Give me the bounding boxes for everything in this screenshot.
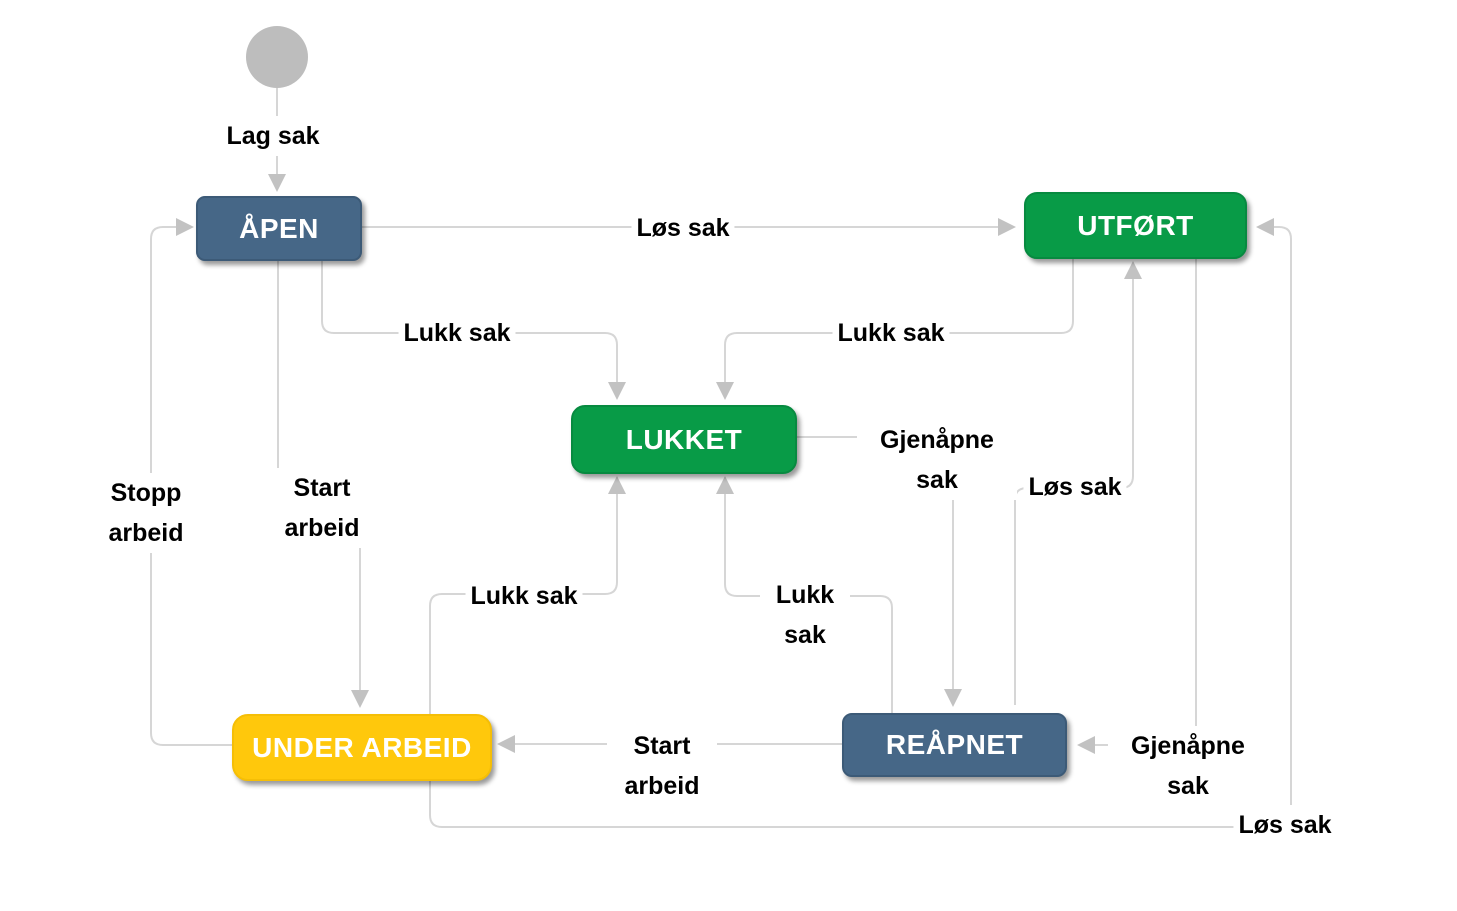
state-closed: LUKKET	[571, 405, 797, 474]
arrowhead-down-open	[268, 174, 286, 192]
edge-label-lag-sak: Lag sak	[221, 116, 325, 156]
state-done: UTFØRT	[1024, 192, 1247, 259]
arrowhead-down-closed-right	[716, 382, 734, 400]
state-open: ÅPEN	[196, 196, 362, 261]
arrowhead-left-done	[1256, 218, 1274, 236]
arrowhead-up-closed-left	[608, 476, 626, 494]
arrowhead-right-open	[176, 218, 194, 236]
arrowhead-down-closed-left	[608, 382, 626, 400]
edge-label-start-arbeid-reopened: Start arbeid	[607, 726, 717, 806]
edge-label-los-sak-top: Løs sak	[631, 208, 735, 248]
arrowhead-down-inprogress	[351, 690, 369, 708]
edge-label-gjenapne-sak-done: Gjenåpne sak	[1108, 726, 1268, 806]
arrowhead-right-done	[998, 218, 1016, 236]
edge-label-lukk-sak-open: Lukk sak	[398, 313, 516, 353]
edge-label-lukk-sak-inprogress: Lukk sak	[465, 576, 583, 616]
arrowhead-left-inprogress	[497, 735, 515, 753]
arrowhead-left-reopened	[1077, 736, 1095, 754]
edge-label-stopp-arbeid: Stopp arbeid	[83, 473, 209, 553]
edge-label-los-sak-reopened: Løs sak	[1023, 467, 1127, 507]
arrowhead-down-reopened	[944, 689, 962, 707]
arrowhead-up-closed-right	[716, 476, 734, 494]
state-in-progress: UNDER ARBEID	[232, 714, 492, 781]
state-reopened: REÅPNET	[842, 713, 1067, 777]
edge-label-gjenapne-sak-closed: Gjenåpne sak	[857, 420, 1017, 500]
edge-label-start-arbeid-open: Start arbeid	[267, 468, 377, 548]
edge-label-lukk-sak-done: Lukk sak	[832, 313, 950, 353]
edge-label-los-sak-bottom: Løs sak	[1233, 805, 1337, 845]
arrowhead-up-done	[1124, 261, 1142, 279]
start-node	[246, 26, 308, 88]
edge-label-lukk-sak-reopened: Lukk sak	[760, 575, 850, 655]
